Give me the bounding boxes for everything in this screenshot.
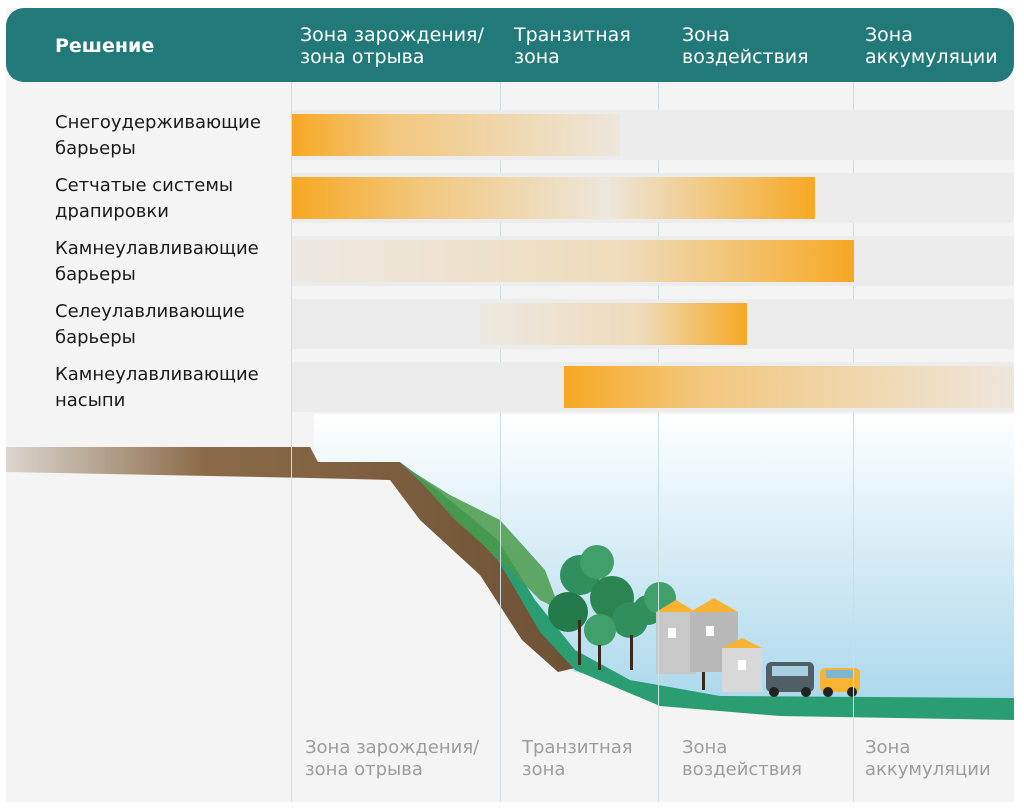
zone-divider xyxy=(658,82,659,802)
solution-label: Камнеулавливающие насыпи xyxy=(55,364,259,411)
header-zone-origin: Зона зарождения/ зона отрыва xyxy=(300,24,484,68)
zone-divider xyxy=(500,82,501,802)
header-title: Решение xyxy=(55,35,155,57)
solution-bar xyxy=(292,240,854,282)
solution-label: Селеулавливающие барьеры xyxy=(55,301,245,348)
zone-divider xyxy=(853,82,854,802)
solution-bar xyxy=(292,114,620,156)
zone-divider xyxy=(291,82,292,802)
solution-bar xyxy=(292,177,815,219)
footer-zone-transit: Транзитная зона xyxy=(522,737,633,780)
solution-label: Камнеулавливающие барьеры xyxy=(55,238,259,285)
grass-slope xyxy=(400,462,1014,720)
footer-zone-origin: Зона зарождения/ зона отрыва xyxy=(305,737,480,780)
header-bar xyxy=(6,8,1014,82)
header-zone-impact: Зона воздействия xyxy=(682,24,809,68)
cars xyxy=(766,662,860,697)
solution-label: Снегоудерживающие барьеры xyxy=(55,112,261,159)
bushes xyxy=(410,470,560,610)
solution-bar xyxy=(564,366,1014,408)
solution-label: Сетчатые системы драпировки xyxy=(55,175,234,222)
header-zone-accumulation: Зона аккумуляции xyxy=(865,24,998,68)
footer-zone-impact: Зона воздействия xyxy=(682,737,802,780)
rock-slope xyxy=(6,447,575,672)
header-zone-transit: Транзитная зона xyxy=(514,24,631,68)
houses xyxy=(656,598,762,692)
footer-zone-accumulation: Зона аккумуляции xyxy=(865,737,991,780)
solution-bar xyxy=(480,303,747,345)
